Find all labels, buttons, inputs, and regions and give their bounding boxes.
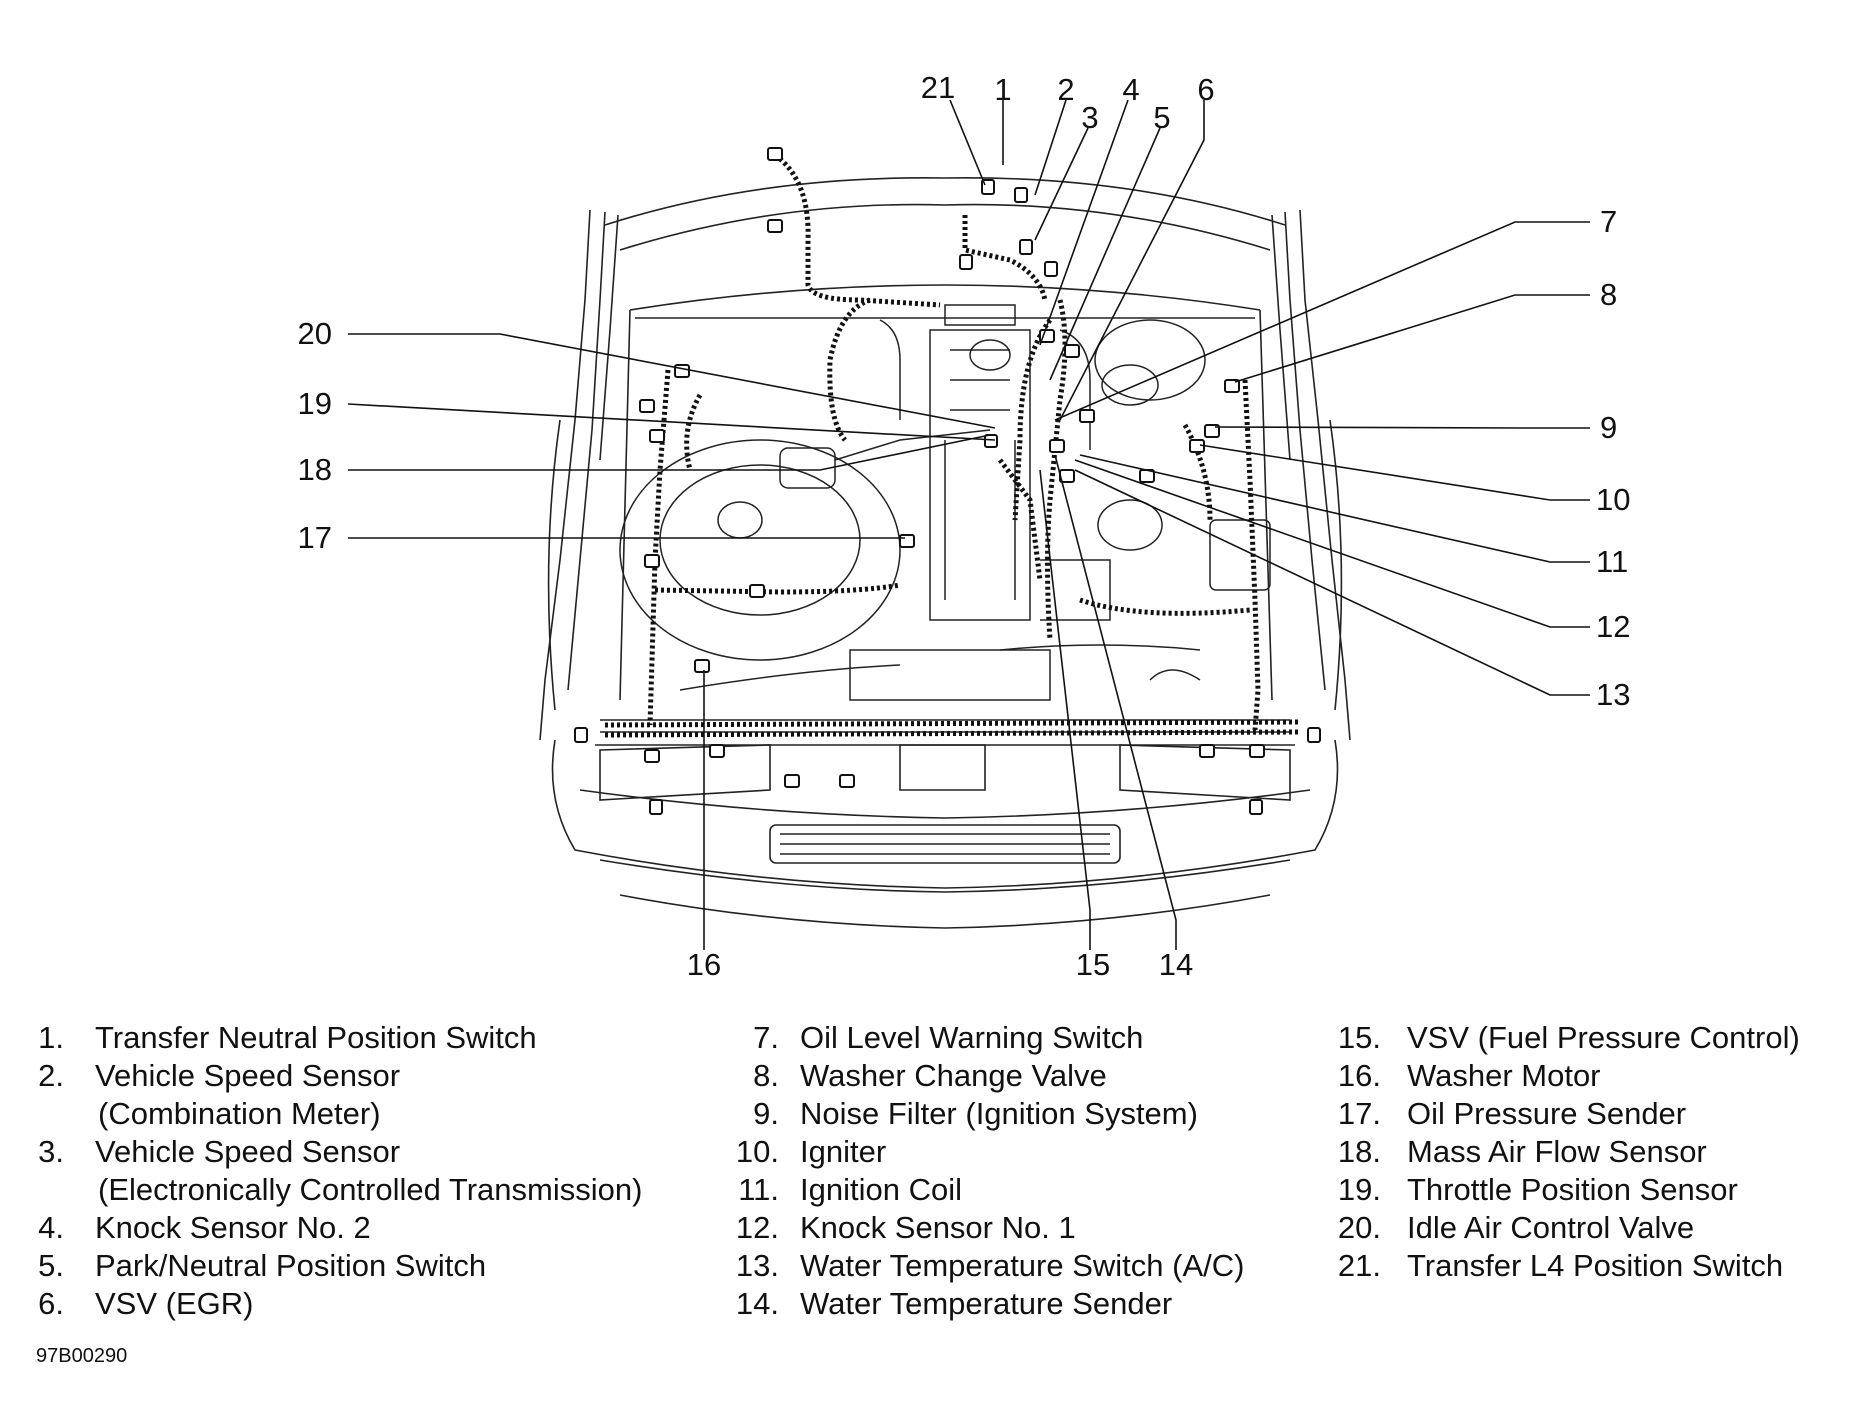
wiring-harness [604, 152, 1301, 738]
legend: 1. Transfer Neutral Position Switch 2. V… [38, 1020, 1800, 1321]
callout-21: 21 [921, 70, 955, 105]
legend-num-13: 13. [736, 1248, 779, 1283]
legend-num-6: 6. [38, 1286, 64, 1321]
callout-15: 15 [1076, 947, 1110, 982]
legend-text-20: Idle Air Control Valve [1407, 1210, 1694, 1245]
legend-text-14: Water Temperature Sender [800, 1286, 1172, 1321]
legend-text-8: Washer Change Valve [800, 1058, 1107, 1093]
callout-12: 12 [1596, 609, 1630, 644]
leader-line-9 [1214, 426, 1590, 429]
legend-text-6: VSV (EGR) [95, 1286, 253, 1321]
callout-11: 11 [1596, 544, 1628, 579]
legend-text-15: VSV (Fuel Pressure Control) [1407, 1020, 1800, 1055]
leader-lines [347, 99, 1590, 950]
legend-column-3: 15. VSV (Fuel Pressure Control) 16. Wash… [1338, 1020, 1800, 1283]
callout-numbers: 21 1 2 3 4 5 6 7 8 9 10 11 12 13 14 15 1… [298, 70, 1631, 982]
callout-13: 13 [1596, 677, 1630, 712]
leader-line-6 [1059, 100, 1205, 421]
callout-2: 2 [1057, 72, 1074, 107]
legend-text-2b: (Combination Meter) [98, 1096, 381, 1131]
callout-8: 8 [1600, 277, 1617, 312]
legend-text-12: Knock Sensor No. 1 [800, 1210, 1076, 1245]
callout-5: 5 [1153, 100, 1170, 135]
legend-num-8: 8. [753, 1058, 779, 1093]
legend-num-20: 20. [1338, 1210, 1381, 1245]
leader-line-2 [1034, 99, 1067, 196]
callout-10: 10 [1596, 482, 1630, 517]
leader-line-15 [1039, 469, 1091, 950]
callout-3: 3 [1081, 100, 1098, 135]
legend-text-18: Mass Air Flow Sensor [1407, 1134, 1707, 1169]
legend-num-16: 16. [1338, 1058, 1381, 1093]
callout-4: 4 [1122, 72, 1139, 107]
legend-column-2: 7. Oil Level Warning Switch 8. Washer Ch… [736, 1020, 1245, 1321]
leader-line-19 [347, 403, 996, 441]
leader-line-14 [1054, 454, 1177, 950]
leader-line-10 [1199, 444, 1590, 501]
legend-num-4: 4. [38, 1210, 64, 1245]
legend-text-7: Oil Level Warning Switch [800, 1020, 1143, 1055]
legend-text-2: Vehicle Speed Sensor [95, 1058, 400, 1093]
callout-6: 6 [1197, 72, 1214, 107]
leader-line-18 [348, 434, 991, 471]
leader-line-13 [1074, 469, 1590, 696]
engine-components [619, 304, 1271, 701]
legend-num-18: 18. [1338, 1134, 1381, 1169]
legend-text-10: Igniter [800, 1134, 886, 1169]
leader-line-11 [1079, 454, 1590, 563]
leader-line-3 [1034, 127, 1089, 241]
leader-line-5 [1049, 127, 1161, 381]
leader-line-12 [1074, 459, 1590, 628]
leader-line-8 [1234, 294, 1590, 383]
legend-num-17: 17. [1338, 1096, 1381, 1131]
legend-text-21: Transfer L4 Position Switch [1407, 1248, 1783, 1283]
callout-18: 18 [298, 452, 332, 487]
legend-text-17: Oil Pressure Sender [1407, 1096, 1686, 1131]
legend-num-15: 15. [1338, 1020, 1381, 1055]
vehicle-outline [539, 177, 1351, 929]
legend-text-4: Knock Sensor No. 2 [95, 1210, 371, 1245]
legend-text-9: Noise Filter (Ignition System) [800, 1096, 1198, 1131]
legend-num-1: 1. [38, 1020, 64, 1055]
legend-text-1: Transfer Neutral Position Switch [95, 1020, 537, 1055]
legend-num-5: 5. [38, 1248, 64, 1283]
legend-text-19: Throttle Position Sensor [1407, 1172, 1738, 1207]
callout-9: 9 [1600, 410, 1617, 445]
legend-num-7: 7. [753, 1020, 779, 1055]
legend-num-19: 19. [1338, 1172, 1381, 1207]
legend-text-11: Ignition Coil [800, 1172, 962, 1207]
callout-16: 16 [687, 947, 721, 982]
legend-num-3: 3. [38, 1134, 64, 1169]
legend-num-21: 21. [1338, 1248, 1381, 1283]
legend-text-5: Park/Neutral Position Switch [95, 1248, 486, 1283]
legend-text-3: Vehicle Speed Sensor [95, 1134, 400, 1169]
callout-14: 14 [1159, 947, 1193, 982]
legend-text-13: Water Temperature Switch (A/C) [800, 1248, 1244, 1283]
connectors [574, 147, 1321, 815]
legend-text-16: Washer Motor [1407, 1058, 1601, 1093]
leader-line-7 [1054, 221, 1590, 421]
legend-num-12: 12. [736, 1210, 779, 1245]
legend-num-2: 2. [38, 1058, 64, 1093]
legend-column-1: 1. Transfer Neutral Position Switch 2. V… [38, 1020, 642, 1321]
figure-code: 97B00290 [36, 1345, 127, 1367]
leader-line-20 [348, 333, 996, 429]
legend-text-3b: (Electronically Controlled Transmission) [98, 1172, 642, 1207]
leader-line-4 [1039, 99, 1129, 346]
callout-20: 20 [298, 316, 332, 351]
legend-num-10: 10. [736, 1134, 779, 1169]
legend-num-9: 9. [753, 1096, 779, 1131]
leader-line-21 [949, 99, 986, 186]
callout-1: 1 [994, 72, 1011, 107]
callout-19: 19 [298, 386, 332, 421]
callout-7: 7 [1600, 204, 1617, 239]
legend-num-14: 14. [736, 1286, 779, 1321]
legend-num-11: 11. [738, 1172, 779, 1207]
callout-17: 17 [298, 520, 332, 555]
